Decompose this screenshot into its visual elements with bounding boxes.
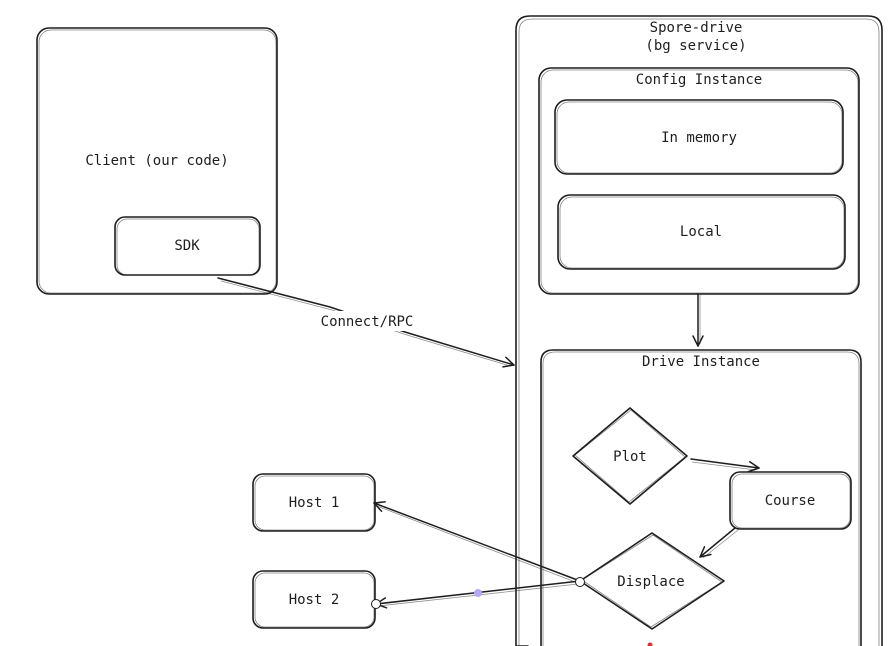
displace-label: Displace: [617, 574, 684, 590]
spore-drive-subtitle: (bg service): [645, 38, 746, 54]
spore-drive-box[interactable]: Spore-drive (bg service): [515, 15, 883, 646]
client-box[interactable]: Client (our code): [36, 27, 278, 295]
course-label: Course: [765, 493, 816, 509]
arrow-start-handle[interactable]: [575, 577, 585, 587]
arrow-end-handle[interactable]: [371, 599, 381, 609]
drive-instance-box[interactable]: Drive Instance: [540, 349, 862, 646]
config-instance-box[interactable]: Config Instance: [538, 67, 860, 295]
drive-instance-label: Drive Instance: [642, 354, 760, 370]
host2-label: Host 2: [289, 592, 340, 608]
plot-label: Plot: [613, 449, 647, 465]
cursor-dot: [647, 642, 653, 646]
host1-label: Host 1: [289, 495, 340, 511]
course-box[interactable]: Course: [729, 471, 852, 530]
plot-diamond[interactable]: Plot: [572, 407, 688, 505]
connect-rpc-arrow[interactable]: Connect/RPC: [217, 277, 515, 368]
config-to-drive-arrow[interactable]: [692, 293, 704, 347]
sdk-box[interactable]: SDK: [114, 216, 261, 276]
host1-box[interactable]: Host 1: [252, 473, 376, 532]
sdk-label: SDK: [174, 238, 200, 254]
local-box[interactable]: Local: [557, 194, 846, 270]
arrow-midpoint-handle[interactable]: [474, 589, 482, 597]
config-instance-label: Config Instance: [636, 72, 762, 88]
displace-to-host2-arrow[interactable]: [371, 577, 585, 609]
client-label: Client (our code): [85, 153, 228, 169]
in-memory-box[interactable]: In memory: [554, 99, 844, 175]
spore-drive-title: Spore-drive: [650, 20, 743, 36]
host2-box[interactable]: Host 2: [252, 570, 376, 629]
displace-diamond[interactable]: Displace: [579, 532, 725, 630]
local-label: Local: [680, 224, 722, 240]
connect-rpc-label: Connect/RPC: [321, 314, 414, 330]
plot-to-course-arrow[interactable]: [690, 458, 760, 473]
displace-to-host1-arrow[interactable]: [373, 501, 581, 584]
in-memory-label: In memory: [661, 130, 737, 146]
course-to-displace-arrow[interactable]: [699, 527, 739, 559]
